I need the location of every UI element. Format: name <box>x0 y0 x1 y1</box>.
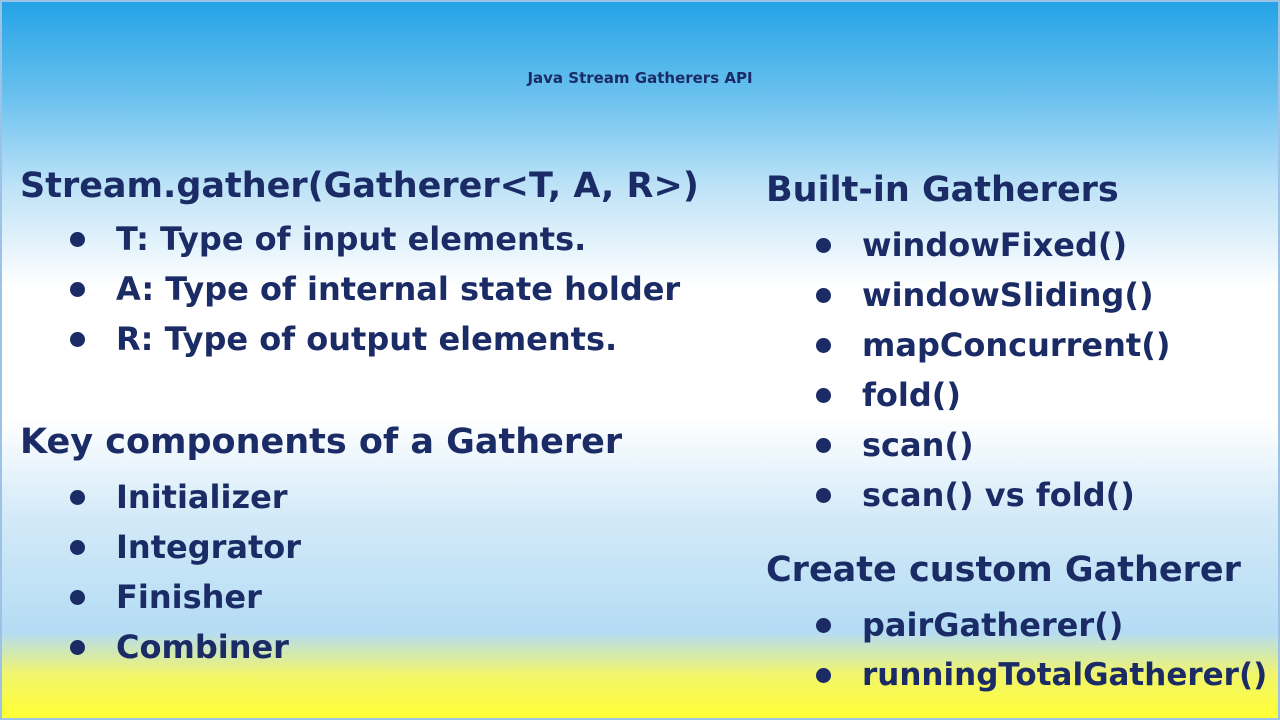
key-components-heading: Key components of a Gatherer <box>20 422 623 462</box>
bullet-icon <box>70 640 85 655</box>
list-item-text: mapConcurrent() <box>862 326 1171 364</box>
bullet-icon <box>816 668 831 683</box>
bullet-icon <box>816 488 831 503</box>
list-item-text: Combiner <box>116 628 289 666</box>
builtin-gatherers-heading: Built-in Gatherers <box>766 170 1119 210</box>
gather-signature-heading: Stream.gather(Gatherer<T, A, R>) <box>20 166 699 206</box>
bullet-icon <box>70 332 85 347</box>
bullet-icon <box>816 618 831 633</box>
list-item-text: scan() <box>862 426 974 464</box>
bullet-icon <box>816 388 831 403</box>
list-item-text: windowSliding() <box>862 276 1154 314</box>
bullet-icon <box>816 238 831 253</box>
bullet-icon <box>70 540 85 555</box>
bullet-icon <box>70 590 85 605</box>
list-item-text: runningTotalGatherer() <box>862 657 1268 693</box>
bullet-icon <box>816 288 831 303</box>
list-item-text: Finisher <box>116 578 262 616</box>
bullet-icon <box>70 490 85 505</box>
list-item-text: Initializer <box>116 478 288 516</box>
list-item-text: R: Type of output elements. <box>116 320 618 358</box>
bullet-icon <box>70 282 85 297</box>
slide-title: Java Stream Gatherers API <box>527 69 753 87</box>
bullet-icon <box>816 438 831 453</box>
list-item-text: fold() <box>862 376 962 414</box>
list-item-text: scan() vs fold() <box>862 476 1135 514</box>
list-item-text: T: Type of input elements. <box>116 220 587 258</box>
bullet-icon <box>70 232 85 247</box>
list-item-text: A: Type of internal state holder <box>116 270 681 308</box>
list-item-text: pairGatherer() <box>862 606 1124 644</box>
list-item-text: Integrator <box>116 528 302 566</box>
list-item-text: windowFixed() <box>862 226 1128 264</box>
custom-gatherer-heading: Create custom Gatherer <box>766 550 1241 590</box>
bullet-icon <box>816 338 831 353</box>
